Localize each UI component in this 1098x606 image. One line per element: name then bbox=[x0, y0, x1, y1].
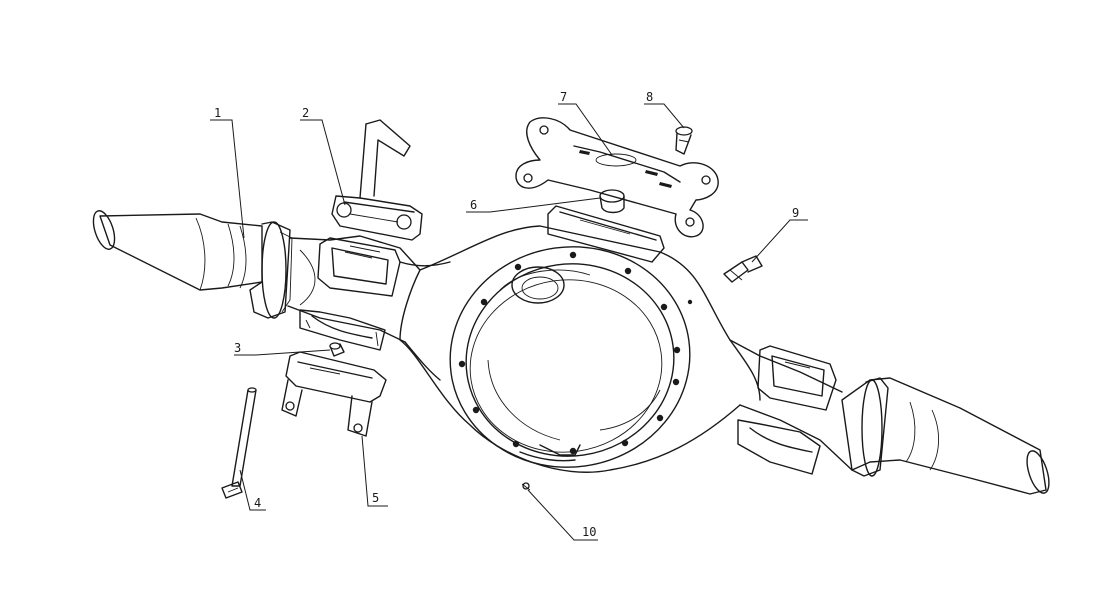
callout-5: 5 bbox=[361, 435, 388, 507]
left-lower-spring-seat bbox=[299, 309, 386, 351]
housing-cover-bolts bbox=[458, 251, 693, 455]
callout-8: 8 bbox=[644, 90, 685, 129]
callout-label-7: 7 bbox=[560, 90, 567, 104]
left-spindle bbox=[92, 210, 293, 319]
callout-2: 2 bbox=[300, 106, 346, 206]
callout-1: 1 bbox=[210, 106, 245, 239]
callout-9: 9 bbox=[751, 206, 808, 263]
right-lower-spring-seat bbox=[737, 419, 821, 475]
part-7-plate-bracket bbox=[515, 117, 719, 238]
callout-4: 4 bbox=[239, 469, 266, 511]
part-10-plug bbox=[521, 482, 531, 491]
callout-10: 10 bbox=[527, 489, 598, 541]
callout-label-6: 6 bbox=[470, 198, 477, 212]
part-2-upper-bracket bbox=[331, 119, 423, 241]
callout-3: 3 bbox=[234, 341, 331, 356]
callout-label-8: 8 bbox=[646, 90, 653, 104]
axle-housing bbox=[399, 225, 761, 473]
part-5-lower-clamp bbox=[281, 351, 387, 437]
callout-6: 6 bbox=[466, 197, 601, 213]
callout-label-2: 2 bbox=[302, 106, 309, 120]
left-upper-spring-seat bbox=[317, 237, 401, 297]
callout-label-4: 4 bbox=[254, 496, 261, 510]
callout-7: 7 bbox=[558, 90, 613, 156]
right-spindle bbox=[841, 377, 1050, 495]
callout-label-9: 9 bbox=[792, 206, 799, 220]
callout-label-1: 1 bbox=[214, 106, 221, 120]
upper-housing-pad bbox=[547, 205, 665, 263]
part-4-u-bolt bbox=[221, 387, 257, 499]
callout-label-10: 10 bbox=[582, 525, 596, 539]
part-8-bolt bbox=[675, 126, 693, 155]
part-9-bolt bbox=[723, 255, 763, 283]
part-3-nut bbox=[329, 342, 345, 357]
right-arm-tube bbox=[729, 339, 853, 471]
callout-label-5: 5 bbox=[372, 491, 379, 505]
callout-label-3: 3 bbox=[234, 341, 241, 355]
left-arm-tube bbox=[287, 235, 421, 343]
right-upper-spring-seat bbox=[757, 345, 837, 411]
